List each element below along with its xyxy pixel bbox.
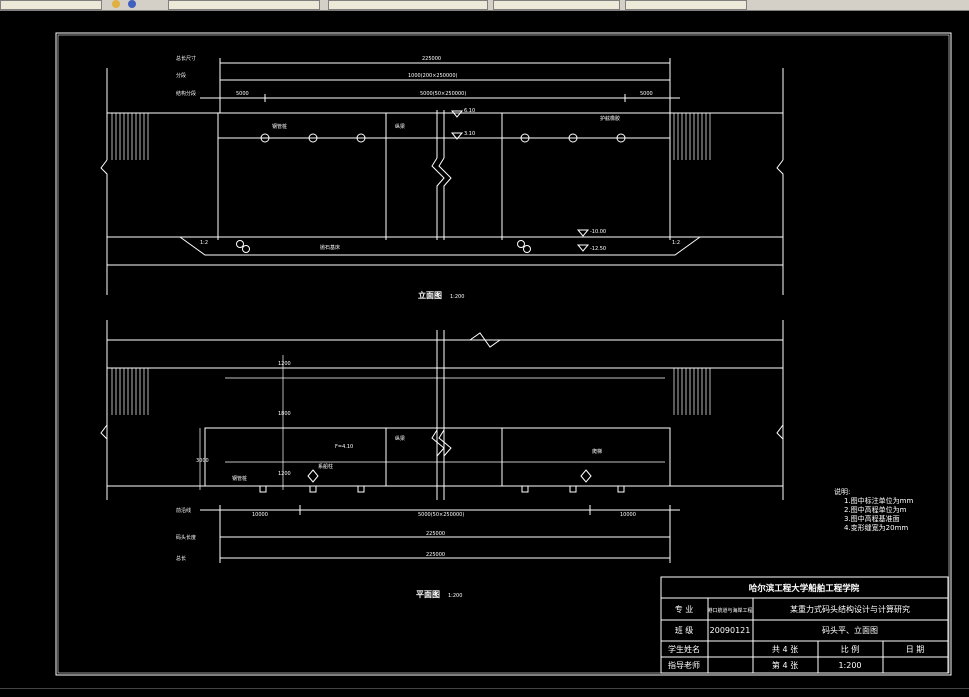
lineweight-dropdown[interactable] [493,0,620,10]
class-value: 20090121 [710,626,751,635]
plan-dim-4: 3000 [196,458,209,464]
note-4: 4.变形缝宽为20mm [844,523,908,532]
major-value: 港口航道与海岸工程 [707,607,752,614]
plan-bot-total-2: 225000 [426,552,445,558]
project-title: 某重力式码头结构设计与计算研究 [790,604,910,614]
plan-bollard-label: 系船柱 [318,463,333,470]
elev-beam-label: 纵梁 [395,123,405,130]
elev-dim-sub: 5000(50×250000) [420,91,466,97]
elev-mid-level: 3.10 [464,131,475,137]
elev-dim-label-3: 结构分段 [176,90,196,97]
plan-view-title: 平面图 [416,590,440,599]
layer-dropdown[interactable] [168,0,320,10]
plan-dim-2: 1800 [278,411,291,417]
plan-label-b: 码头长度 [176,534,196,541]
elev-slope-right: 1:2 [672,240,680,246]
color-icon[interactable] [128,0,136,8]
note-2: 2.图中高程单位为m [844,505,907,514]
elevation-view-scale: 1:200 [450,294,464,300]
drawing-name: 码头平、立面图 [822,625,878,635]
elev-bot-level-1: -10.00 [590,229,606,235]
plan-bot-total: 225000 [426,531,445,537]
status-strip [0,688,969,697]
plan-ladder-label: 爬梯 [592,448,602,455]
plan-dim-1: 1200 [278,361,291,367]
notes-title: 说明: [834,487,850,496]
plan-span: F=4.10 [335,444,353,450]
plan-beam-label: 纵梁 [395,435,405,442]
elev-dim-label-1: 总长尺寸 [176,55,196,62]
class-label: 班 级 [675,625,694,635]
elev-dim-total: 225000 [422,56,441,62]
toolbar-segment[interactable] [0,0,102,10]
drawing-frame [55,32,952,676]
plotstyle-dropdown[interactable] [625,0,747,10]
elevation-view-title: 立面图 [418,290,442,300]
elev-pile-label: 钢管桩 [272,123,287,130]
plan-label-a: 前沿线 [176,507,191,514]
plan-label-c: 总长 [176,555,186,562]
elev-bed-label: 抛石基床 [320,244,340,251]
plan-view-scale: 1:200 [448,593,462,599]
note-1: 1.图中标注单位为mm [844,496,913,505]
elev-bot-level-2: -12.50 [590,246,606,252]
plan-pile-label: 钢管桩 [232,475,247,482]
plan-dim-3: 1200 [278,471,291,477]
plan-bot-dim-3: 10000 [620,512,636,518]
advisor-label: 指导老师 [668,660,700,670]
scale-value: 1:200 [838,661,861,670]
elev-dim-mid: 1000(200×250000) [408,73,457,79]
cad-toolbar [0,0,969,11]
elev-slope-left: 1:2 [200,240,208,246]
drawing-inner-frame [57,34,950,674]
scale-label: 比 例 [841,644,860,654]
school-name: 哈尔滨工程大学船舶工程学院 [749,583,860,594]
major-label: 专 业 [675,604,694,614]
sheets-total: 共 4 张 [772,645,798,654]
sheet-number: 第 4 张 [772,660,798,670]
note-3: 3.图中高程基准面 [844,514,900,523]
layer-icon[interactable] [112,0,120,8]
student-label: 学生姓名 [668,644,700,654]
linetype-dropdown[interactable] [328,0,488,10]
cad-drawing-canvas[interactable]: 总长尺寸 分段 结构分段 225000 1000(200×250000) 500… [0,10,969,696]
elev-dim-left: 5000 [236,91,249,97]
title-block-frame [660,576,949,674]
elev-fender-label: 护舷橡胶 [600,115,620,122]
elevation-view [100,58,784,295]
elev-dim-label-2: 分段 [176,72,186,79]
plan-bot-dim-2: 5000(50×250000) [418,512,464,518]
plan-view [100,320,784,563]
elev-top-level: 6.10 [464,108,475,114]
elev-dim-right: 5000 [640,91,653,97]
plan-bot-dim-1: 10000 [252,512,268,518]
date-label: 日 期 [906,645,925,654]
